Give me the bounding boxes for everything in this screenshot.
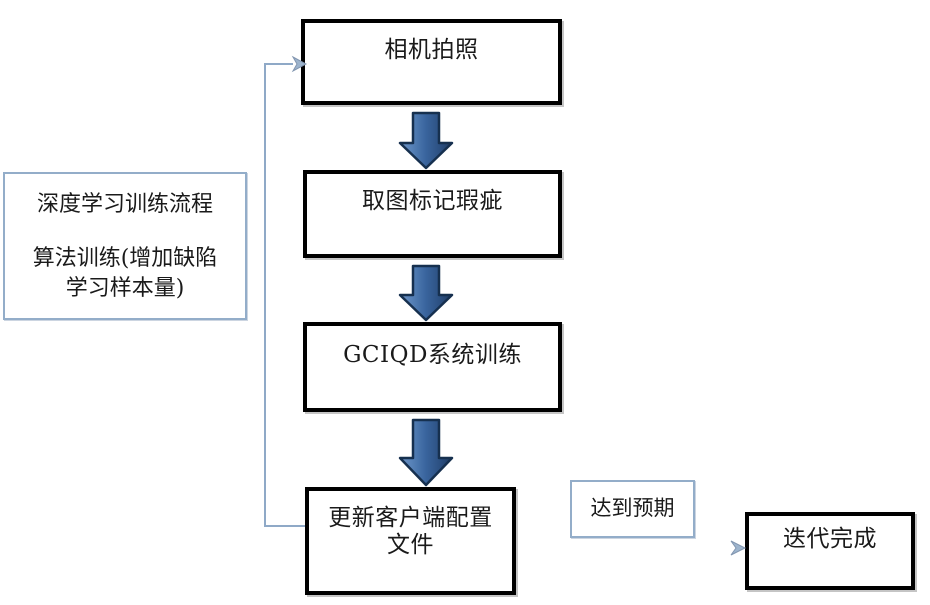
process-box-update-client-config[interactable]: 更新客户端配置 文件 [305, 487, 516, 595]
note-box-training-process[interactable]: 深度学习训练流程 算法训练(增加缺陷 学习样本量) [3, 172, 247, 320]
note-meets-expectation-label: 达到预期 [590, 496, 675, 520]
process-box-update-client-config-label: 更新客户端配置 文件 [328, 505, 493, 559]
note-box-meets-expectation[interactable]: 达到预期 [570, 480, 695, 538]
process-box-iteration-complete[interactable]: 迭代完成 [745, 512, 915, 590]
feedback-loop-hit-area[interactable] [258, 60, 272, 530]
process-box-gciqd-training[interactable]: GCIQD系统训练 [303, 322, 562, 412]
block-arrow-camera-to-mark [398, 111, 454, 170]
process-box-iteration-complete-label: 迭代完成 [783, 526, 877, 552]
block-arrow-mark-to-train [398, 264, 454, 322]
process-box-camera-label: 相机拍照 [384, 37, 479, 63]
process-box-mark-defects[interactable]: 取图标记瑕疵 [303, 170, 562, 258]
process-box-mark-defects-label: 取图标记瑕疵 [362, 188, 503, 214]
note-training-line1: 深度学习训练流程 [36, 192, 213, 217]
block-arrow-train-to-update [398, 418, 454, 487]
process-box-camera[interactable]: 相机拍照 [301, 19, 562, 105]
flow-to-done-hit-area[interactable] [517, 541, 733, 555]
note-training-line2: 算法训练(增加缺陷 学习样本量) [32, 246, 218, 301]
process-box-gciqd-training-label: GCIQD系统训练 [343, 342, 522, 368]
